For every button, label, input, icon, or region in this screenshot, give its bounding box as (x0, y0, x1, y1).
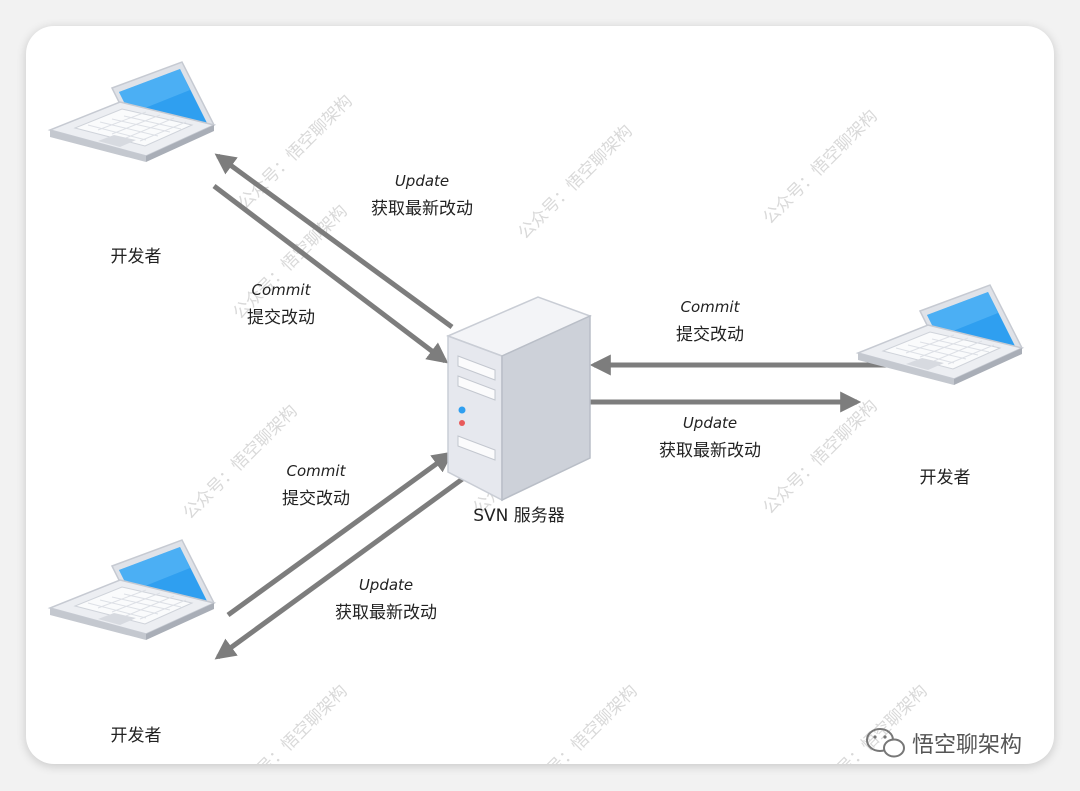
arrow-update-bottom-left (214, 469, 474, 660)
edge-label-line2: 提交改动 (282, 489, 350, 509)
edge-label-line1: Update (359, 576, 413, 594)
edge-label-update-right: Update 获取最新改动 (659, 414, 761, 461)
laptop-icon-bottom-left (49, 539, 215, 641)
edge-label-line2: 提交改动 (247, 308, 315, 328)
edge-label-line2: 获取最新改动 (335, 603, 437, 623)
watermark: 公众号：悟空聊架构 (759, 396, 881, 518)
wechat-icon (866, 728, 905, 758)
edge-label-line1: Commit (287, 462, 347, 480)
edge-label-commit-top-left: Commit 提交改动 (247, 281, 315, 328)
edge-label-line2: 提交改动 (676, 325, 744, 345)
brand-mark: 悟空聊架构 (866, 728, 1022, 758)
watermark: 公众号：悟空聊架构 (234, 91, 356, 213)
watermark: 公众号：悟空聊架构 (519, 681, 641, 791)
developer-label-right: 开发者 (920, 468, 971, 488)
developer-label-top-left: 开发者 (111, 247, 162, 267)
edge-label-line2: 获取最新改动 (659, 441, 761, 461)
arrow-commit-top-left (212, 184, 449, 364)
arrow-layer (212, 153, 910, 660)
arrow-update-top-left (214, 153, 454, 330)
edge-label-line1: Update (395, 172, 449, 190)
watermark: 公众号：悟空聊架构 (759, 106, 881, 228)
edge-label-line2: 获取最新改动 (371, 199, 473, 219)
edge-label-update-bottom-left: Update 获取最新改动 (335, 576, 437, 623)
laptop-icon-top-left (49, 61, 215, 163)
watermark: 公众号：悟空聊架构 (229, 681, 351, 791)
power-light-icon (459, 420, 465, 426)
status-light-icon (458, 406, 466, 414)
server-label: SVN 服务器 (473, 506, 565, 526)
edge-label-line1: Commit (252, 281, 312, 299)
developer-label-bottom-left: 开发者 (111, 726, 162, 746)
edge-label-update-top-left: Update 获取最新改动 (371, 172, 473, 219)
svn-server (445, 296, 592, 502)
arrow-commit-bottom-left (226, 451, 454, 618)
watermark: 公众号：悟空聊架构 (514, 121, 636, 243)
edge-label-line1: Update (683, 414, 737, 432)
watermark: 公众号：悟空聊架构 (229, 201, 351, 323)
edge-label-commit-bottom-left: Commit 提交改动 (282, 462, 350, 509)
laptop-icon-right (857, 284, 1023, 386)
edge-label-commit-right: Commit 提交改动 (676, 298, 744, 345)
edge-label-line1: Commit (681, 298, 741, 316)
brand-name: 悟空聊架构 (912, 733, 1022, 758)
